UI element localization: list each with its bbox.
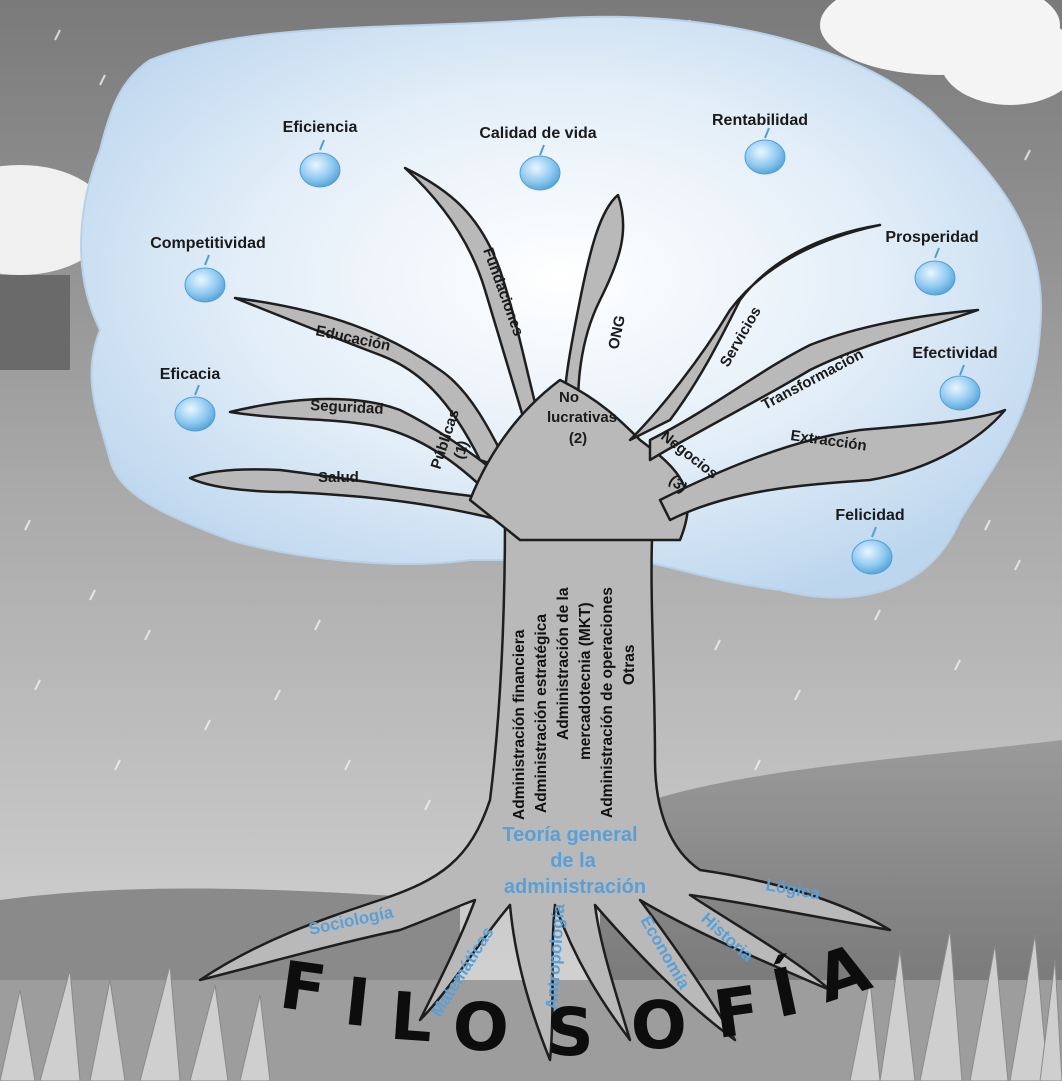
- filo-letter-3: L: [388, 978, 435, 1058]
- trunk-item-3: Administración de la: [555, 587, 572, 740]
- apple-rentabilidad: [744, 127, 786, 175]
- branch-salud: [188, 468, 512, 522]
- tree: [188, 166, 1007, 1062]
- apple-felicidad: [851, 526, 893, 575]
- apples: [174, 127, 981, 575]
- grass: [0, 929, 1062, 1081]
- branch-fundaciones: [403, 166, 547, 442]
- apple-eficiencia: [299, 139, 341, 188]
- label-efectividad: Efectividad: [912, 345, 997, 362]
- branch-ong: [562, 193, 625, 442]
- apple-competitividad: [184, 254, 226, 303]
- label-salud: Salud: [318, 469, 359, 486]
- label-seguridad: Seguridad: [310, 397, 384, 418]
- label-no-lucrativas-num: (2): [569, 430, 587, 447]
- tree-trunk: [198, 518, 892, 1062]
- cloud-left: [0, 165, 110, 370]
- label-eficiencia: Eficiencia: [283, 119, 358, 136]
- filo-letter-4: O: [451, 988, 510, 1067]
- label-calidad-de-vida: Calidad de vida: [479, 125, 596, 142]
- filo-letter-5: S: [546, 994, 594, 1071]
- branch-extraccion: [658, 408, 1007, 522]
- label-eficacia: Eficacia: [160, 366, 221, 383]
- label-publicas-num: (1): [451, 439, 473, 462]
- trunk-item-5: Administración de operaciones: [599, 587, 616, 818]
- label-competitividad: Competitividad: [150, 235, 266, 252]
- label-no: No: [559, 389, 579, 406]
- trunk-item-1: Administración financiera: [511, 629, 528, 820]
- filo-letter-6: O: [629, 986, 689, 1066]
- apple-calidad: [519, 144, 561, 191]
- branch-transformacion: [648, 308, 980, 462]
- filo-letter-1: F: [275, 946, 330, 1029]
- core-labels: Teoría general de la administración: [502, 824, 646, 898]
- core-line-1: Teoría general: [502, 824, 637, 846]
- branch-seguridad: [228, 397, 507, 497]
- cloud-top-right: [820, 0, 1062, 105]
- trunk-item-6: Otras: [621, 645, 638, 686]
- label-lucrativas: lucrativas: [547, 409, 617, 426]
- core-line-3: administración: [504, 876, 646, 898]
- apple-prosperidad: [914, 247, 956, 296]
- trunk-labels: Administración financiera Administración…: [511, 587, 638, 820]
- label-ong: ONG: [605, 314, 629, 351]
- filo-letter-7: F: [709, 971, 764, 1054]
- label-felicidad: Felicidad: [835, 507, 904, 524]
- branch-educacion: [233, 296, 512, 472]
- apple-efectividad: [939, 364, 981, 411]
- trunk-item-4: mercadotecnia (MKT): [577, 602, 594, 760]
- fruit-labels: Eficiencia Calidad de vida Rentabilidad …: [150, 112, 997, 524]
- label-prosperidad: Prosperidad: [885, 229, 978, 246]
- core-line-2: de la: [550, 850, 596, 872]
- trunk-item-2: Administración estratégica: [533, 614, 550, 813]
- label-rentabilidad: Rentabilidad: [712, 112, 808, 129]
- apple-eficacia: [174, 384, 216, 432]
- branch-servicios: [628, 223, 882, 442]
